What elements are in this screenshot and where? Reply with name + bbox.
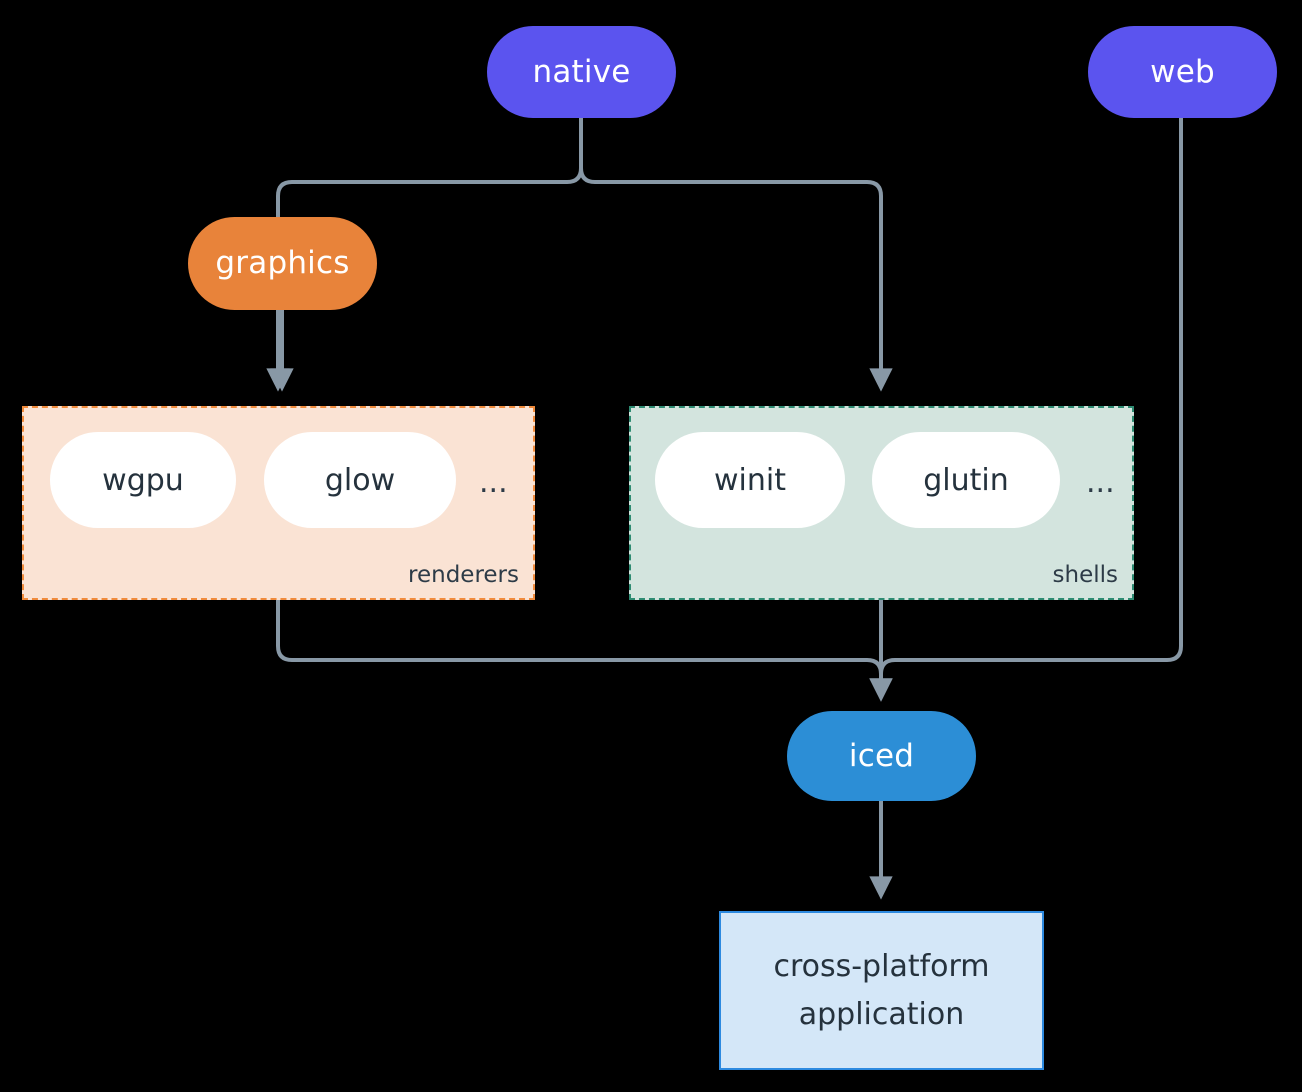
group-shells-label: shells — [1052, 562, 1118, 588]
node-web[interactable]: web — [1088, 26, 1277, 118]
chip-wgpu[interactable]: wgpu — [50, 432, 236, 528]
node-graphics-label: graphics — [215, 245, 350, 282]
chip-glutin[interactable]: glutin — [872, 432, 1060, 528]
application-label-line1: cross-platform — [773, 949, 990, 984]
edge-native-shells — [579, 118, 893, 392]
node-native-label: native — [532, 53, 631, 90]
application-label-line2: application — [798, 996, 965, 1032]
shells-overflow-ellipsis: ... — [1086, 465, 1115, 500]
node-iced-label: iced — [848, 737, 915, 774]
renderers-overflow-ellipsis: ... — [479, 465, 508, 500]
edge-web-iced — [869, 118, 1183, 702]
node-web-label: web — [1150, 53, 1215, 90]
node-graphics[interactable]: graphics — [188, 217, 377, 310]
group-renderers-label: renderers — [408, 562, 519, 588]
node-native[interactable]: native — [487, 26, 676, 118]
node-iced[interactable]: iced — [787, 711, 976, 801]
edge-renderers-iced — [276, 600, 893, 702]
chip-glow[interactable]: glow — [264, 432, 456, 528]
node-cross-platform-application[interactable]: cross-platform application — [719, 911, 1044, 1070]
chip-winit[interactable]: winit — [655, 432, 845, 528]
